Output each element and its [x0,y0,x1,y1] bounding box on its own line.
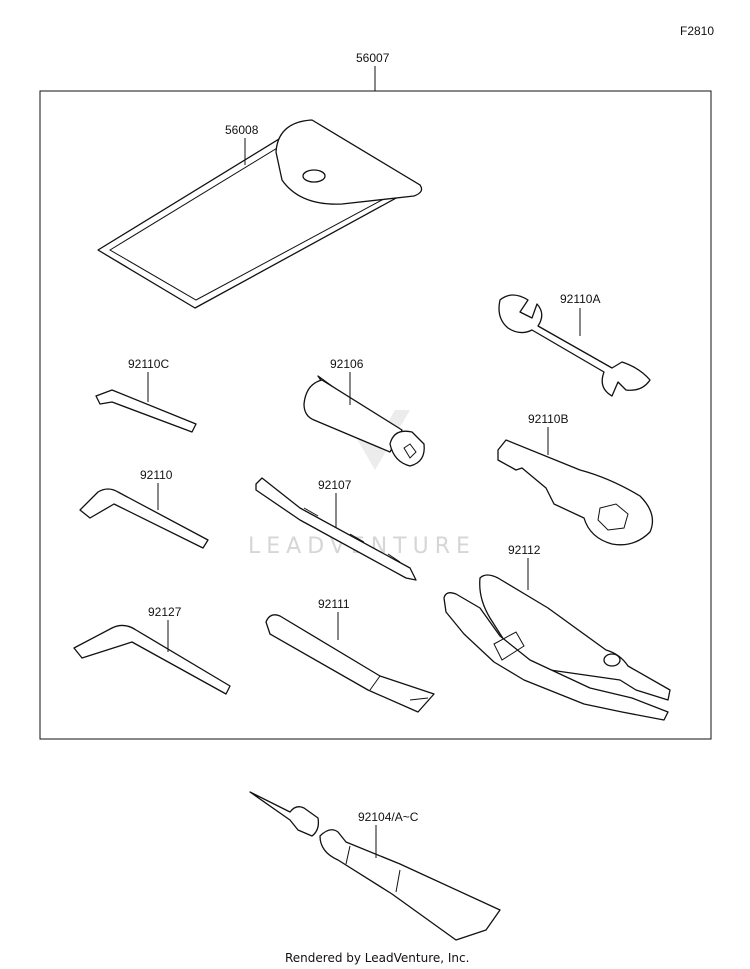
screwdriver-handle[interactable] [303,375,425,467]
pliers-callout[interactable]: 92112 [508,543,541,557]
extension-callout[interactable]: 92111 [318,597,350,611]
hex-key-large[interactable] [73,624,231,695]
screwdriver-bit[interactable] [255,477,417,581]
kit-callout[interactable]: 56007 [356,51,390,65]
grease-callout[interactable]: 92104/A~C [358,810,419,824]
wrench-b-callout[interactable]: 92110B [528,412,568,426]
extension-bar[interactable] [265,614,435,713]
hex-key-medium[interactable] [79,488,209,549]
open-end-wrench[interactable] [498,294,651,397]
pouch-callout[interactable]: 56008 [225,123,259,137]
wrench-a-callout[interactable]: 92110A [560,292,600,306]
grease-tube[interactable] [249,791,501,941]
ring-wrench[interactable] [497,439,654,546]
bit-callout[interactable]: 92107 [318,478,352,492]
footer-credit: Rendered by LeadVenture, Inc. [285,951,469,965]
slip-joint-pliers[interactable] [443,574,671,721]
hex-large-callout[interactable]: 92127 [148,605,182,619]
figure-code: F2810 [680,24,714,38]
handle-callout[interactable]: 92106 [330,357,364,371]
hex-key-small[interactable] [95,389,197,433]
hex-c-callout[interactable]: 92110C [128,357,169,371]
tool-pouch[interactable] [97,119,423,309]
hex-callout[interactable]: 92110 [140,468,173,482]
